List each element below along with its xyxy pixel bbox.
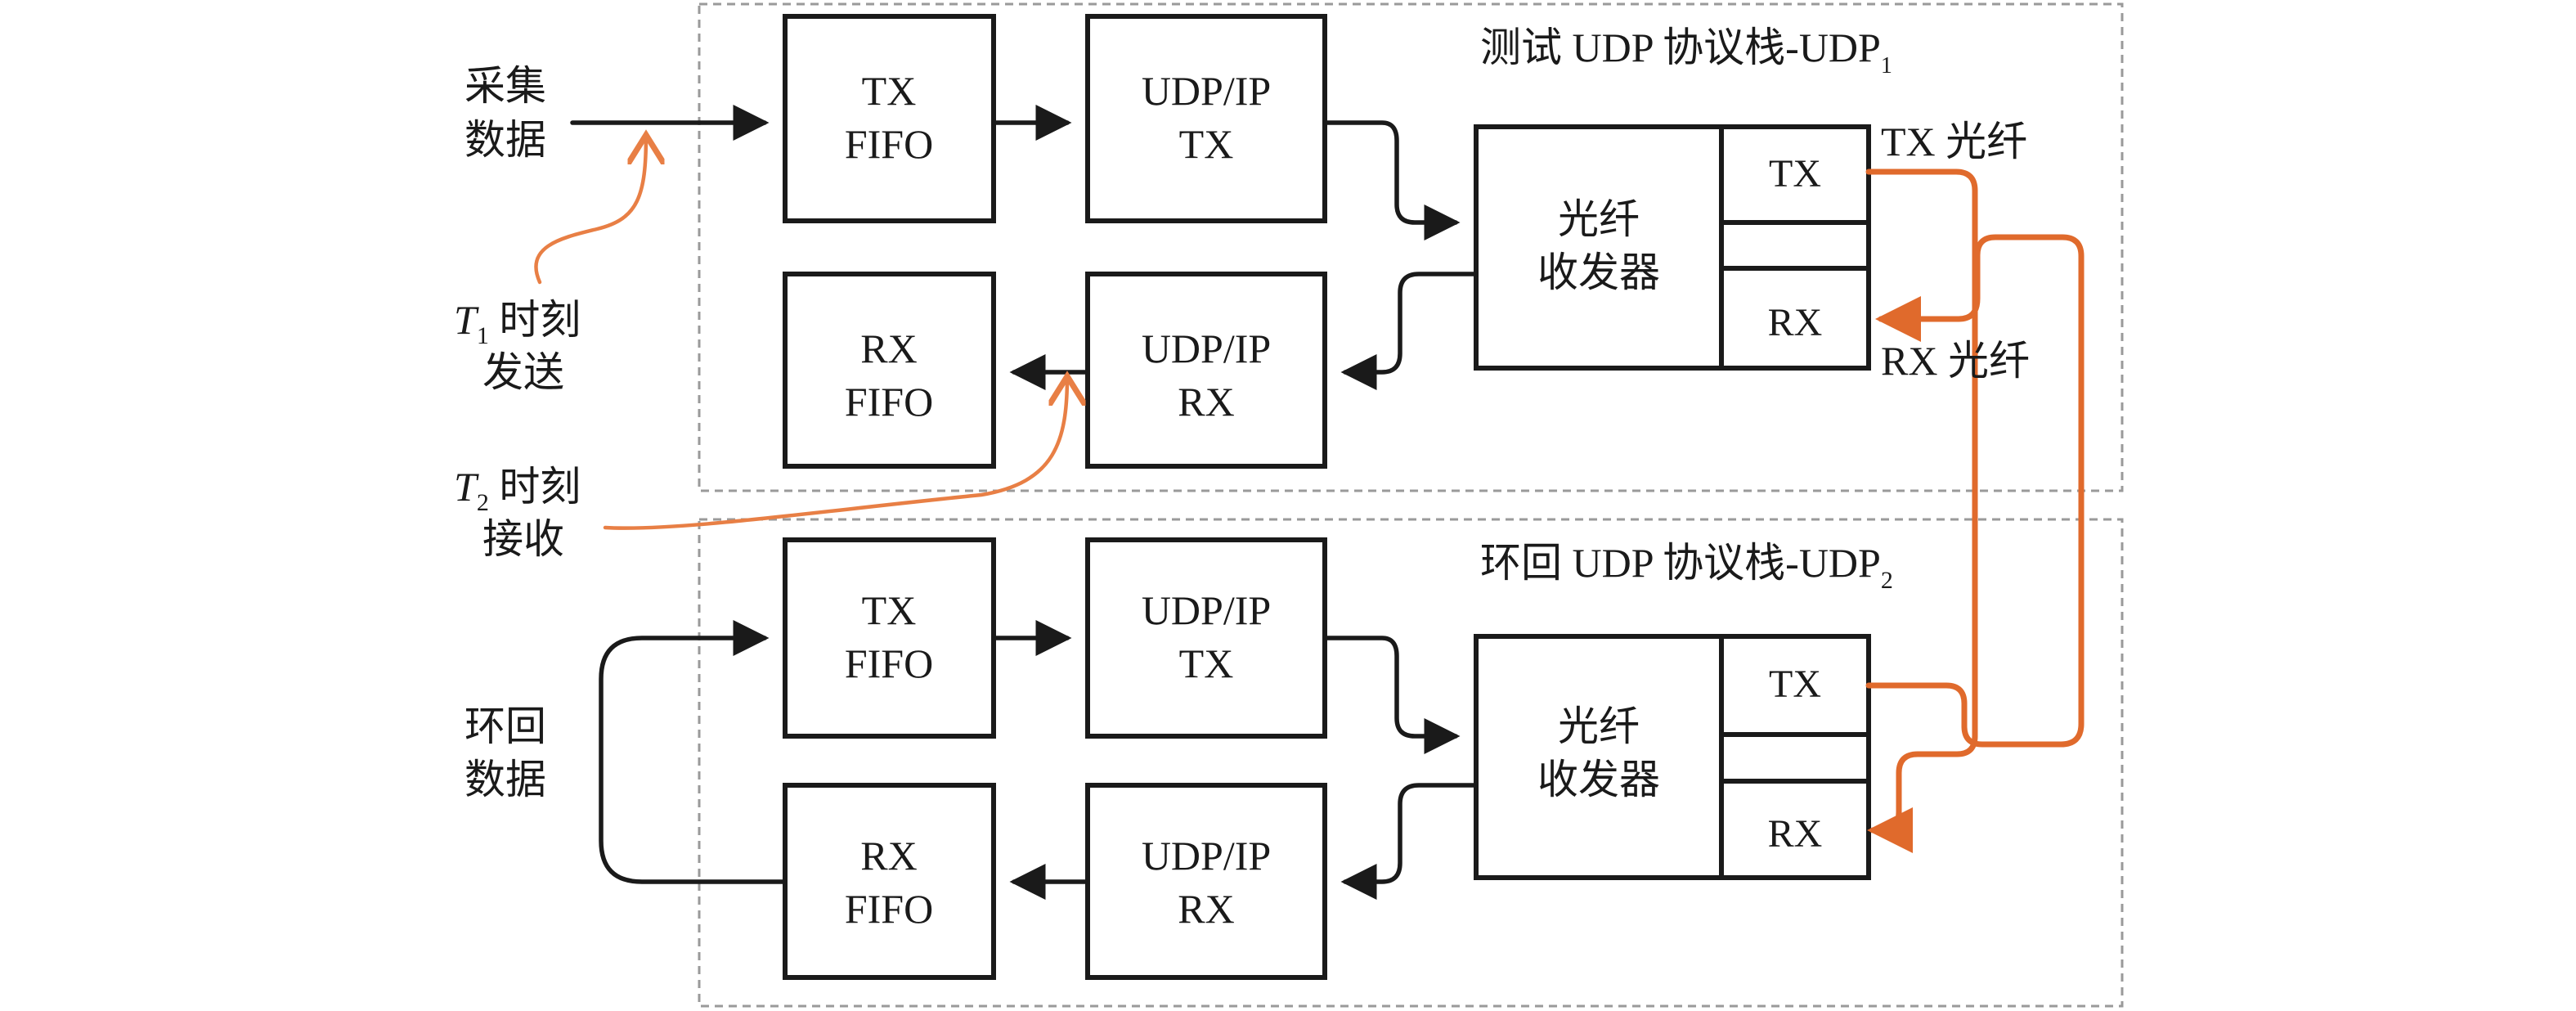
lower-rx-fifo: RX FIFO — [783, 783, 996, 980]
upper-rx-fifo: RX FIFO — [783, 272, 996, 469]
upper-udp-rx-line2: RX — [1178, 379, 1234, 425]
upper-udp-tx: UDP/IP TX — [1085, 14, 1327, 223]
lower-rx-fifo-line2: FIFO — [845, 886, 933, 932]
lower-udp-tx: UDP/IP TX — [1085, 537, 1327, 739]
upper-tx-fifo-line2: FIFO — [845, 121, 933, 167]
tx-fiber-label: TX 光纤 — [1881, 119, 2027, 164]
upper-tx-fifo-line1: TX — [862, 68, 917, 114]
lower-tx-fifo-line2: FIFO — [845, 640, 933, 686]
upper-stack-border — [698, 2, 2124, 492]
lower-transceiver-to-udp-rx-arrow — [1340, 783, 1479, 900]
lower-stack-border — [698, 518, 2124, 1008]
lower-udp-rx-line2: RX — [1178, 886, 1234, 932]
lower-udp-tx-line2: TX — [1179, 640, 1234, 686]
lower-port-tx: TX — [1769, 663, 1821, 706]
collect-data-label-line1: 采集 — [464, 63, 546, 109]
upper-udp-rx: UDP/IP RX — [1085, 272, 1327, 469]
rx-fiber-label: RX 光纤 — [1881, 338, 2030, 384]
loop-data-label-line1: 环回 — [464, 703, 546, 749]
upper-rx-fifo-line2: FIFO — [845, 379, 933, 425]
loop-data-label-line2: 数据 — [464, 757, 546, 802]
upper-port-rx: RX — [1768, 301, 1823, 344]
t1-send-label-line2: 发送 — [482, 349, 564, 395]
lower-tx-fifo-line1: TX — [862, 587, 917, 633]
t2-receive-label-line1: T2 时刻 — [454, 464, 581, 516]
rx-fiber — [1865, 234, 2085, 748]
lower-transceiver-line2: 收发器 — [1537, 757, 1660, 802]
upper-transceiver-to-udp-rx-arrow — [1340, 272, 1479, 390]
lower-fiber-transceiver: 光纤 收发器 TX RX — [1474, 634, 1871, 880]
upper-transceiver-line1: 光纤 — [1558, 196, 1640, 242]
upper-tx-fifo: TX FIFO — [783, 14, 996, 223]
upper-port-tx: TX — [1769, 152, 1821, 195]
t1-send-label-line1: T1 时刻 — [454, 297, 581, 349]
lower-udp-tx-line1: UDP/IP — [1142, 587, 1271, 633]
lower-stack-title: 环回 UDP 协议栈-UDP2 — [1480, 540, 1893, 594]
upper-udp-rx-line1: UDP/IP — [1142, 326, 1271, 371]
loopback-arrow — [599, 620, 788, 884]
t1-pointer — [534, 135, 646, 285]
collect-data-label-line2: 数据 — [464, 117, 546, 163]
lower-transceiver-line1: 光纤 — [1558, 703, 1640, 749]
tx-fiber — [1865, 168, 1978, 853]
upper-transceiver-line2: 收发器 — [1537, 249, 1660, 295]
t2-pointer — [603, 376, 1067, 530]
lower-udp-to-transceiver-arrow — [1322, 636, 1461, 754]
upper-rx-fifo-line1: RX — [860, 326, 917, 371]
upper-fiber-transceiver: 光纤 收发器 TX RX — [1474, 124, 1871, 371]
t2-receive-label-line2: 接收 — [482, 516, 564, 562]
lower-tx-fifo: TX FIFO — [783, 537, 996, 739]
upper-udp-tx-line1: UDP/IP — [1142, 68, 1271, 114]
upper-stack-title: 测试 UDP 协议栈-UDP1 — [1480, 25, 1892, 79]
upper-udp-to-transceiver-arrow — [1322, 120, 1461, 240]
upper-udp-tx-line2: TX — [1179, 121, 1234, 167]
lower-rx-fifo-line1: RX — [860, 833, 917, 878]
lower-udp-rx-line1: UDP/IP — [1142, 833, 1271, 878]
lower-port-rx: RX — [1768, 812, 1823, 856]
lower-udp-rx: UDP/IP RX — [1085, 783, 1327, 980]
